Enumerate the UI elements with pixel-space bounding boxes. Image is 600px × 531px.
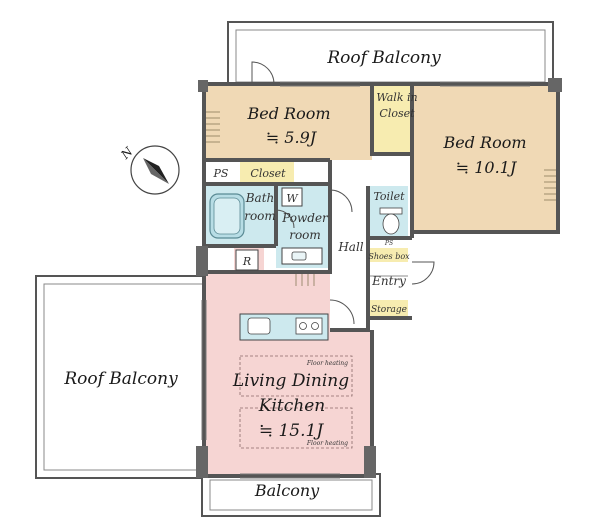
closet-area: [240, 162, 294, 184]
ps-small-label: PS: [384, 240, 393, 247]
windows: [201, 81, 530, 479]
floor-heating-zone-2: [239, 407, 353, 449]
shoes-box-area: [370, 248, 408, 262]
washer-label: W: [286, 192, 299, 205]
powder-room-label-1: Powder: [281, 211, 329, 225]
compass: [130, 145, 180, 195]
shoes-box-label: Shoes box: [368, 252, 410, 261]
ldk-size: ≒ 15.1J: [259, 421, 324, 441]
closet-label: Closet: [250, 167, 286, 180]
walk-in-closet-label-2: Closet: [379, 107, 415, 120]
floor-heating-label-2: Floor heating: [306, 440, 348, 447]
balcony-bottom: [201, 473, 381, 517]
toilet-fixture: [379, 207, 403, 235]
refrigerator-label: R: [242, 255, 251, 268]
vanity-sink: [281, 247, 323, 265]
walk-in-closet-area: [372, 84, 412, 154]
storage-label: Storage: [371, 305, 407, 315]
storage-area: [370, 300, 408, 318]
walk-in-closet-label-1: Walk in: [376, 91, 417, 104]
bedroom-left-size: ≒ 5.9J: [266, 128, 318, 147]
refrigerator-box: [235, 249, 259, 271]
bathroom-label-2: room: [244, 209, 276, 223]
kitchen-counter: [239, 313, 329, 341]
bedroom-right-size: ≒ 10.1J: [456, 158, 518, 177]
entry-area: [370, 262, 408, 300]
toilet-label: Toilet: [373, 190, 405, 203]
balcony-bottom-label: Balcony: [254, 481, 320, 500]
bedroom-left-label: Bed Room: [246, 104, 330, 123]
floor-heating-zone-1: [239, 355, 353, 397]
bedroom-right-label: Bed Room: [442, 133, 526, 152]
bedroom-left-area: [204, 84, 372, 160]
bedroom-right-area: [412, 84, 558, 232]
roof-balcony-left: [35, 275, 207, 479]
walls: [202, 82, 560, 478]
entry-label: Entry: [371, 274, 406, 288]
roof-balcony-left-label: Roof Balcony: [63, 369, 178, 389]
ps-label: PS: [213, 167, 229, 180]
ps-area: [204, 162, 238, 184]
compass-needle-shadow: [143, 158, 169, 184]
floor-heating-label-1: Floor heating: [306, 360, 348, 367]
bathroom-label-1: Bath: [245, 191, 275, 205]
washer-box: [281, 187, 303, 207]
ldk-label-2: Kitchen: [258, 396, 325, 416]
ldk-label-1: Living Dining: [232, 371, 349, 391]
doors: [251, 61, 435, 325]
hall-label: Hall: [337, 240, 363, 254]
roof-balcony-top: [227, 21, 554, 85]
roof-balcony-top-label: Roof Balcony: [326, 48, 441, 68]
bathtub: [209, 193, 245, 239]
powder-room-label-2: room: [289, 228, 321, 242]
ldk-area: [206, 248, 370, 474]
closet-hatching: [206, 111, 556, 286]
wall-columns: [196, 78, 562, 478]
